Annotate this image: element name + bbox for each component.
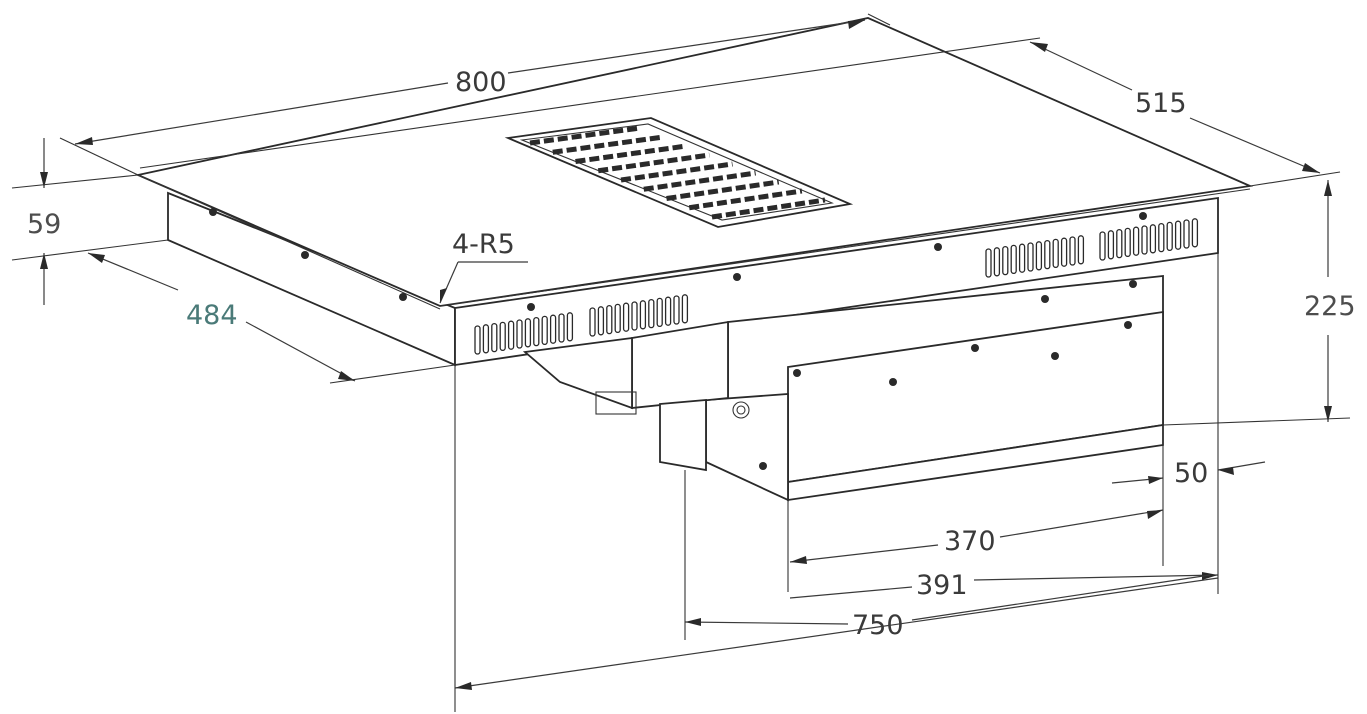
vent-slot: [656, 297, 663, 328]
grille-bar: [575, 143, 687, 164]
vent-slot: [1077, 235, 1085, 265]
dimension-lines: [11, 13, 1351, 712]
screw: [301, 251, 309, 259]
vent-slot: [566, 312, 574, 342]
vent-slot: [558, 313, 565, 343]
vent-slot: [1052, 238, 1059, 269]
screw: [793, 369, 801, 377]
vent-slot: [606, 304, 613, 335]
vent-slot: [524, 318, 532, 348]
vent-slot: [1124, 227, 1131, 258]
vent-slot: [549, 314, 557, 344]
screw: [1041, 295, 1049, 303]
vent-slot: [1166, 221, 1173, 252]
vent-slot: [1132, 226, 1140, 256]
vent-slot: [597, 306, 605, 336]
vent-slot: [499, 321, 506, 352]
extractor-grille: [504, 117, 854, 228]
dim-59-label: 59: [27, 209, 61, 240]
dim-515-label: 515: [1135, 88, 1187, 119]
vent-slot: [622, 302, 630, 332]
grille-bar: [552, 134, 664, 155]
vent-slot: [1010, 244, 1017, 275]
grille-bar: [711, 197, 826, 220]
vent-slot: [1060, 237, 1068, 267]
screw: [759, 462, 767, 470]
extraction-unit: [522, 274, 1164, 502]
vent-slot: [648, 298, 655, 329]
vent-slot: [474, 325, 481, 355]
vent-slot: [631, 301, 638, 331]
grille-bar: [688, 188, 803, 211]
vent-slots: [474, 218, 1199, 355]
vent-slot: [1044, 239, 1051, 270]
dimension-labels: 800 515 59 484 4-R5 225 50 370 391 750: [27, 67, 1356, 641]
vent-slot: [1116, 228, 1123, 259]
vent-slot: [482, 324, 490, 354]
dim-391-label: 391: [916, 570, 968, 601]
vent-slot: [673, 295, 680, 325]
vent-slot: [1035, 241, 1043, 271]
vent-slot: [1027, 242, 1034, 272]
vent-slot: [614, 303, 621, 334]
vent-slot: [1149, 224, 1157, 254]
screw: [527, 303, 535, 311]
vent-slot: [507, 320, 515, 350]
vent-slot: [1107, 230, 1115, 260]
dim-800-label: 800: [455, 67, 507, 98]
grille-bar: [597, 152, 710, 174]
screw: [971, 344, 979, 352]
grille-bar: [666, 179, 780, 201]
dim-225-label: 225: [1304, 291, 1356, 322]
vent-slot: [993, 247, 1001, 277]
screw: [1139, 212, 1147, 220]
screw: [934, 243, 942, 251]
vent-slot: [1069, 236, 1076, 266]
vent-slot: [1158, 222, 1165, 253]
vent-slot: [516, 319, 523, 349]
vent-slot: [1099, 231, 1106, 261]
vent-slot: [491, 322, 498, 353]
vent-slot: [1002, 245, 1009, 276]
screw: [399, 293, 407, 301]
screw: [889, 378, 897, 386]
vent-slot: [985, 248, 992, 278]
vent-slot: [681, 294, 689, 324]
screw: [209, 208, 217, 216]
vent-slot: [639, 300, 647, 330]
dim-370-label: 370: [944, 526, 996, 557]
vent-slot: [1183, 219, 1190, 249]
vent-slot: [1018, 243, 1026, 273]
screw: [1051, 352, 1059, 360]
screw: [1124, 321, 1132, 329]
vent-slot: [541, 315, 548, 346]
vent-slot: [1174, 220, 1182, 250]
grille-bar: [620, 161, 733, 183]
screw: [733, 273, 741, 281]
dim-50-label: 50: [1174, 458, 1208, 489]
grille-bar: [643, 170, 756, 192]
dim-r5-label: 4-R5: [452, 229, 515, 260]
vent-slot: [589, 307, 596, 337]
vent-slot: [533, 316, 540, 347]
dim-484-label: 484: [186, 300, 238, 331]
vent-slot: [1141, 225, 1148, 255]
dim-750-label: 750: [852, 610, 904, 641]
vent-slot: [1191, 218, 1199, 248]
vent-slot: [664, 296, 672, 326]
grille-bar: [529, 125, 641, 146]
screw: [1129, 280, 1137, 288]
screws: [209, 208, 1147, 470]
